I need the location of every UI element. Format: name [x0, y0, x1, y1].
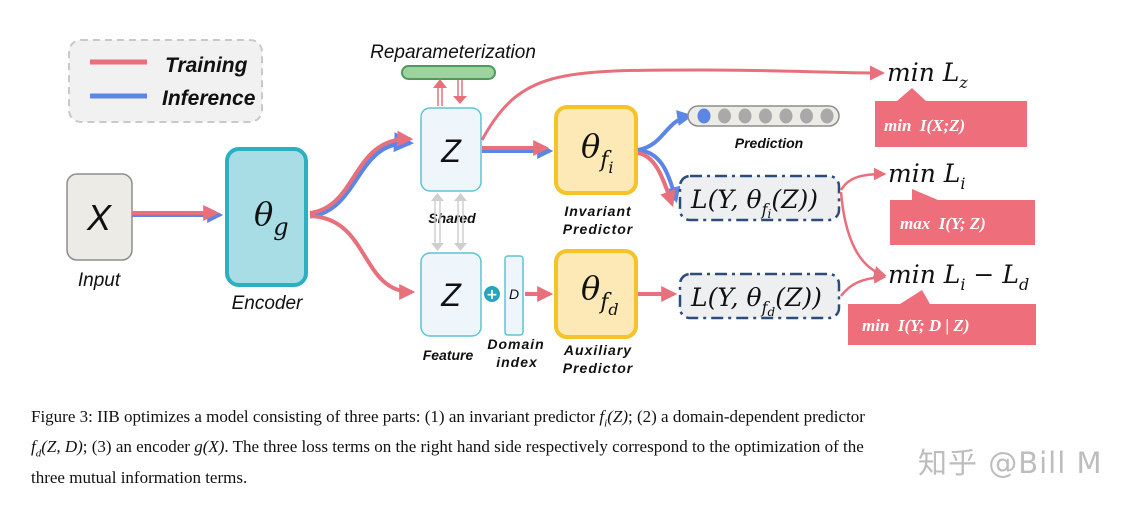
objective-li-note: [890, 189, 1035, 245]
encoder-symbol: θg: [254, 195, 289, 241]
input-symbol: X: [86, 197, 113, 238]
plus-glyph: +: [486, 287, 498, 303]
prediction-dot: [759, 108, 772, 124]
prediction-dot: [779, 108, 793, 124]
invariant-predictor-node: θfi Invariant Predictor: [554, 105, 638, 237]
arrow-shared-to-invariant: [482, 140, 554, 159]
objective-lz-note-text: min I(X;Z): [884, 116, 965, 135]
arrow-loss-i-to-min-li: [839, 167, 887, 191]
inference-arrow: [637, 148, 681, 204]
caption-text: . The three loss terms on the right hand…: [224, 437, 864, 457]
reparam-down-arrow: [453, 80, 467, 104]
objective-li: min Li max I(Y; Z): [888, 159, 1035, 245]
domain-label-line2: index: [496, 354, 538, 370]
reparam-up-arrow: [433, 79, 447, 106]
prediction-dot: [738, 108, 752, 124]
arrow-encoder-to-feature: [309, 214, 416, 300]
invariant-label-line1: Invariant: [564, 203, 632, 219]
domain-label-line1: Domain: [487, 336, 544, 352]
caption-line-2: fd(Z, D); (3) an encoder g(X). The three…: [31, 435, 1091, 465]
objective-li-ld: min Li − Ld min I(Y; D | Z): [848, 260, 1036, 345]
iib-diagram: Training Inference X Input θg Encoder Re…: [66, 39, 1036, 376]
arrow-encoder-to-shared: [309, 130, 414, 219]
watermark: 知乎 @Bill M: [918, 446, 1103, 480]
objective-li-ld-label: min Li − Ld: [888, 260, 1029, 294]
domain-symbol: D: [509, 286, 519, 302]
caption-math-g: g(X): [194, 437, 225, 457]
objective-lz-note: [875, 88, 1027, 147]
reparameterization: Reparameterization: [370, 42, 536, 106]
objective-li-note-text: max I(Y; Z): [900, 214, 986, 233]
input-node: X Input: [66, 173, 133, 291]
caption-text: ; (2) a domain-dependent predictor: [627, 407, 865, 426]
input-label: Input: [78, 270, 121, 291]
prediction-label: Prediction: [735, 135, 803, 151]
arrow-input-to-encoder: [132, 205, 224, 223]
auxiliary-label-line2: Predictor: [563, 360, 634, 376]
feature-label: Feature: [423, 347, 474, 363]
reparam-label: Reparameterization: [370, 42, 536, 63]
arrow-loss-i-to-min-li-ld: [839, 191, 887, 279]
grey-bidirectional-arrow: [431, 193, 444, 251]
domain-concat: + D Domain index: [484, 255, 544, 370]
reparam-bar: [401, 65, 496, 80]
plus-icon: [484, 286, 500, 302]
objective-li-ld-note: [848, 290, 1036, 345]
shared-z-symbol: Z: [440, 133, 462, 169]
loss-invariant: L(Y, θfi(Z)): [678, 174, 841, 222]
legend-inference-label: Inference: [162, 87, 256, 110]
objective-li-ld-note-text: min I(Y; D | Z): [862, 316, 969, 335]
loss-invariant-box: [678, 174, 841, 222]
prediction-dot: [718, 108, 731, 124]
loss-domain-text: L(Y, θfd(Z)): [690, 283, 822, 319]
loss-domain: L(Y, θfd(Z)): [678, 272, 841, 320]
legend-training-label: Training: [165, 54, 248, 77]
grey-bidirectional-arrow: [454, 193, 467, 251]
caption-math-fi: fi(Z): [599, 407, 628, 430]
loss-invariant-text: L(Y, θfi(Z)): [690, 185, 818, 221]
figure-caption: Figure 3: IIB optimizes a model consisti…: [31, 405, 1091, 489]
caption-math-fd: fd(Z, D): [31, 437, 83, 460]
prediction-dots: [697, 108, 834, 124]
objective-lz-label: min Lz: [887, 58, 968, 92]
training-arrow: [637, 151, 676, 208]
caption-line-1: Figure 3: IIB optimizes a model consisti…: [31, 405, 1091, 435]
prediction-dot: [800, 108, 813, 124]
caption-text: ; (3) an encoder: [82, 437, 195, 457]
shared-link-arrows: [431, 193, 467, 251]
domain-index-box: [504, 255, 524, 336]
encoder-node: θg Encoder: [225, 147, 308, 314]
arrow-loss-d-to-min-li-ld: [840, 271, 887, 297]
arrow-shared-to-min-lz: [480, 65, 885, 141]
encoder-box: [225, 147, 308, 287]
training-arrow: [309, 130, 414, 215]
prediction-dot-active: [697, 108, 711, 124]
prediction-output: Prediction: [687, 105, 840, 151]
feature-z-box: [420, 252, 482, 337]
caption-text: Figure 3: IIB optimizes a model consisti…: [31, 407, 600, 426]
caption-line-3: three mutual information terms.: [31, 467, 248, 487]
arrow-invariant-to-prediction: [637, 110, 694, 152]
auxiliary-label-line1: Auxiliary: [563, 342, 632, 358]
objective-lz: min Lz min I(X;Z): [875, 58, 1027, 147]
prediction-dot: [820, 108, 834, 124]
legend: Training Inference: [68, 39, 263, 123]
auxiliary-predictor-node: θfd Auxiliary Predictor: [554, 249, 638, 376]
shared-z-box: [420, 107, 482, 192]
arrow-invariant-to-loss-i: [637, 148, 681, 208]
feature-z-symbol: Z: [440, 277, 462, 313]
objective-li-label: min Li: [888, 159, 965, 193]
invariant-predictor-box: [554, 105, 638, 195]
auxiliary-predictor-box: [554, 249, 638, 339]
invariant-predictor-symbol: θfi: [581, 127, 614, 177]
feature-z-node: Z Feature: [420, 252, 482, 363]
invariant-label-line2: Predictor: [563, 221, 634, 237]
encoder-label: Encoder: [232, 293, 303, 314]
inference-arrow: [309, 132, 414, 219]
shared-z-node: Z Shared: [420, 107, 482, 226]
loss-domain-box: [678, 272, 841, 320]
